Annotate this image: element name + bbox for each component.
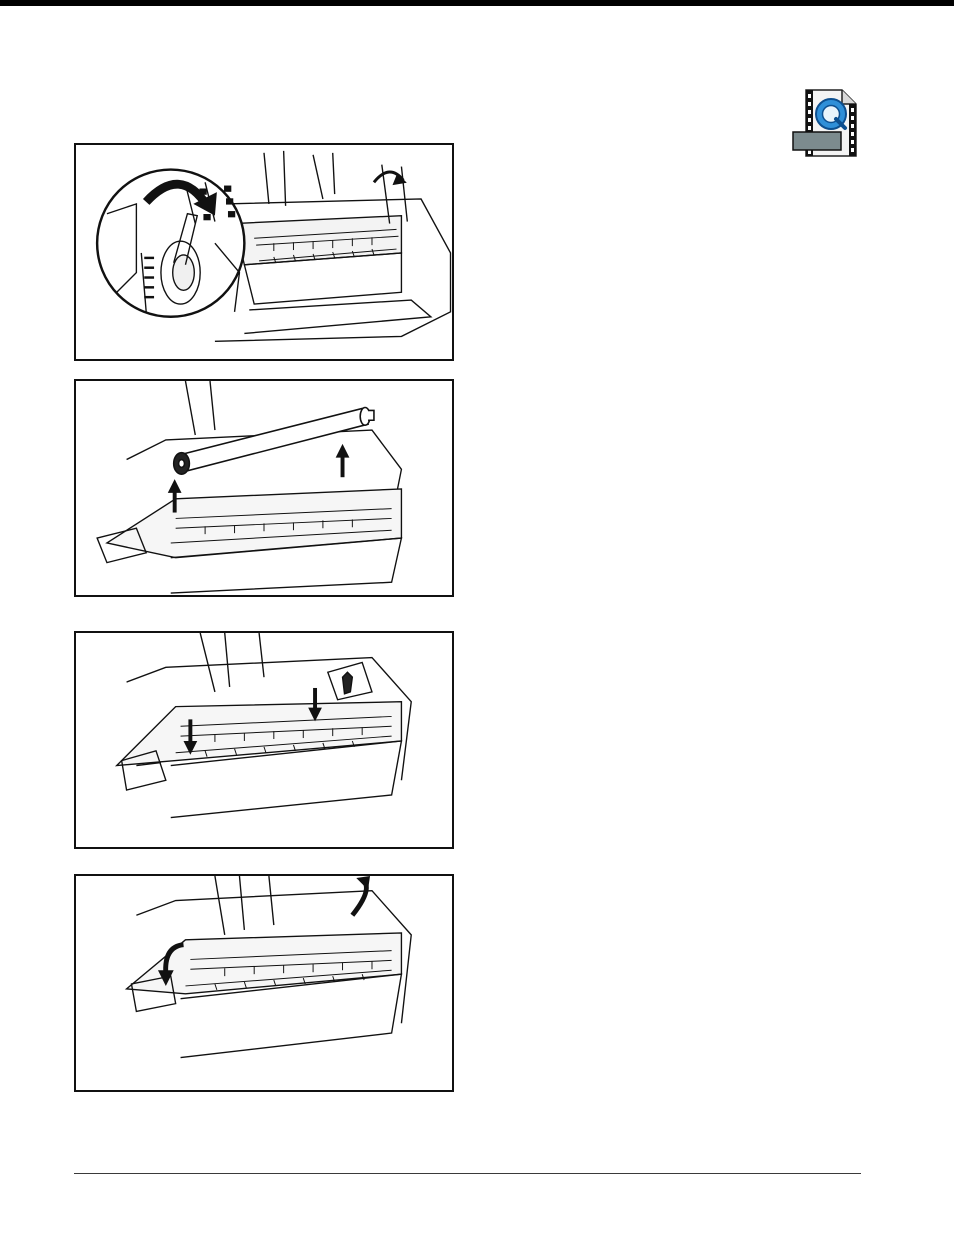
- printer-illustration-4: [76, 876, 452, 1090]
- printer-illustration-2: [76, 381, 452, 595]
- printer-illustration-1: [76, 145, 452, 359]
- footer-rule: [74, 1173, 861, 1174]
- figure-platen-roller-removal: [74, 379, 454, 597]
- figure-platen-roller-insert: [74, 631, 454, 849]
- printer-illustration-3: [76, 633, 452, 847]
- figure-roller-latch-lock: [74, 874, 454, 1092]
- header-bar: [0, 0, 954, 6]
- figure-roller-latch-release: [74, 143, 454, 361]
- quicktime-movie-icon[interactable]: [790, 88, 860, 158]
